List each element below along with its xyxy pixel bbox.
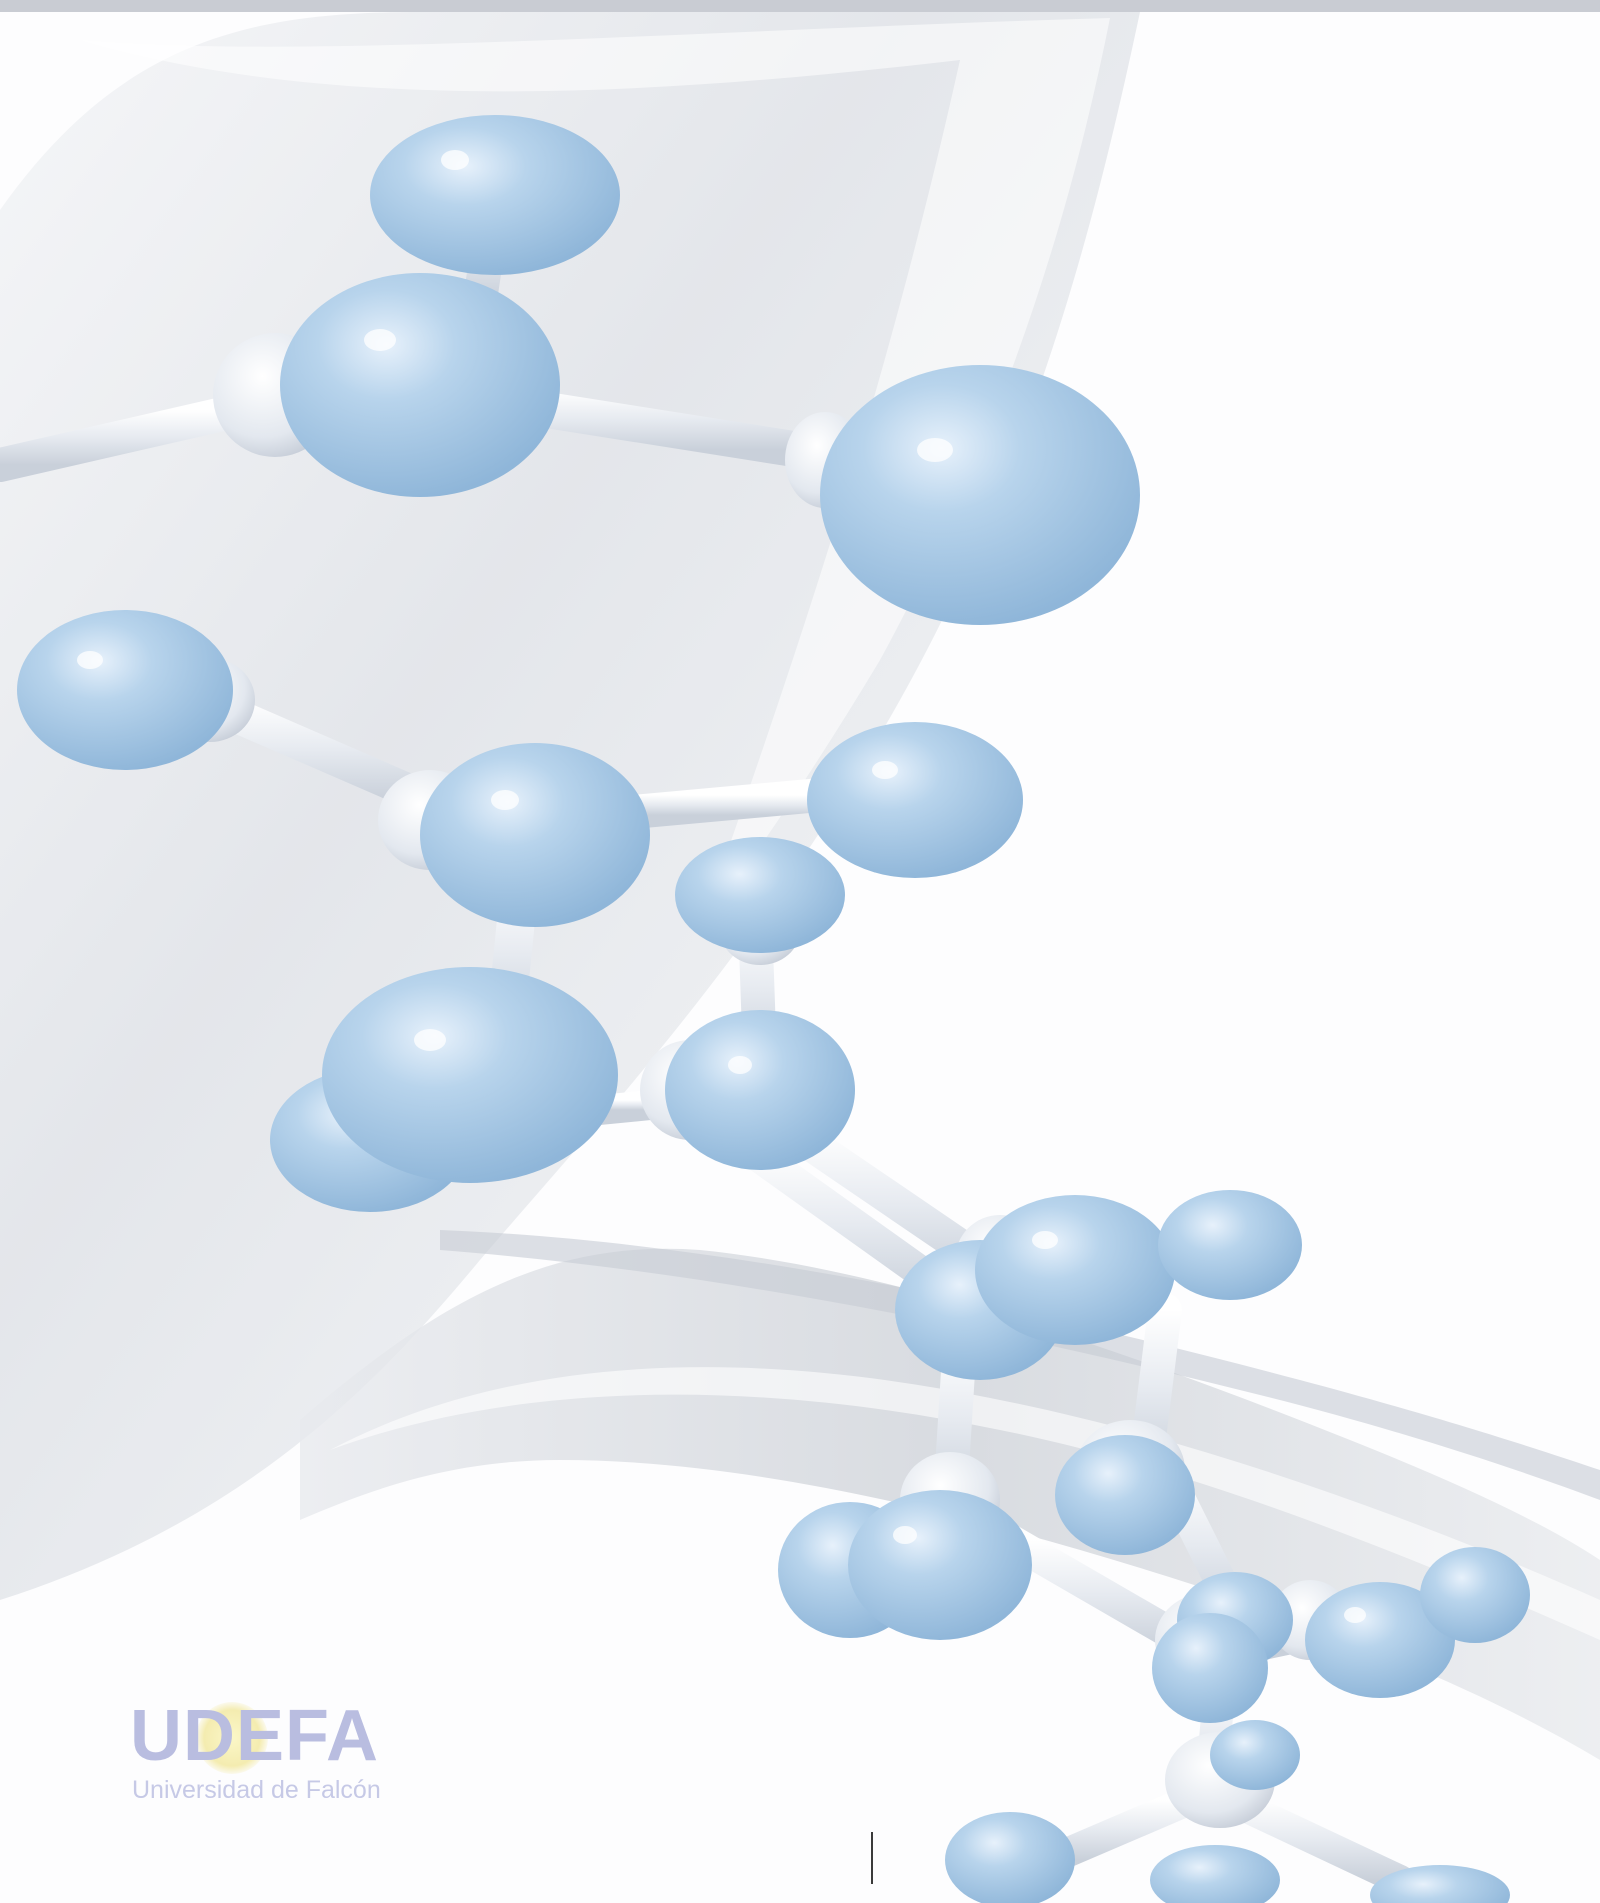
top-strip xyxy=(0,0,1600,12)
logo-subtitle: Universidad de Falcón xyxy=(132,1776,381,1804)
udefa-logo: UDEFA Universidad de Falcón xyxy=(130,1700,430,1810)
molecule-atoms xyxy=(17,115,1530,1903)
footer-divider xyxy=(871,1832,873,1884)
sun-icon xyxy=(196,1702,268,1774)
atom-highlights xyxy=(77,150,1366,1623)
logo-wordmark: UDEFA xyxy=(130,1696,380,1776)
